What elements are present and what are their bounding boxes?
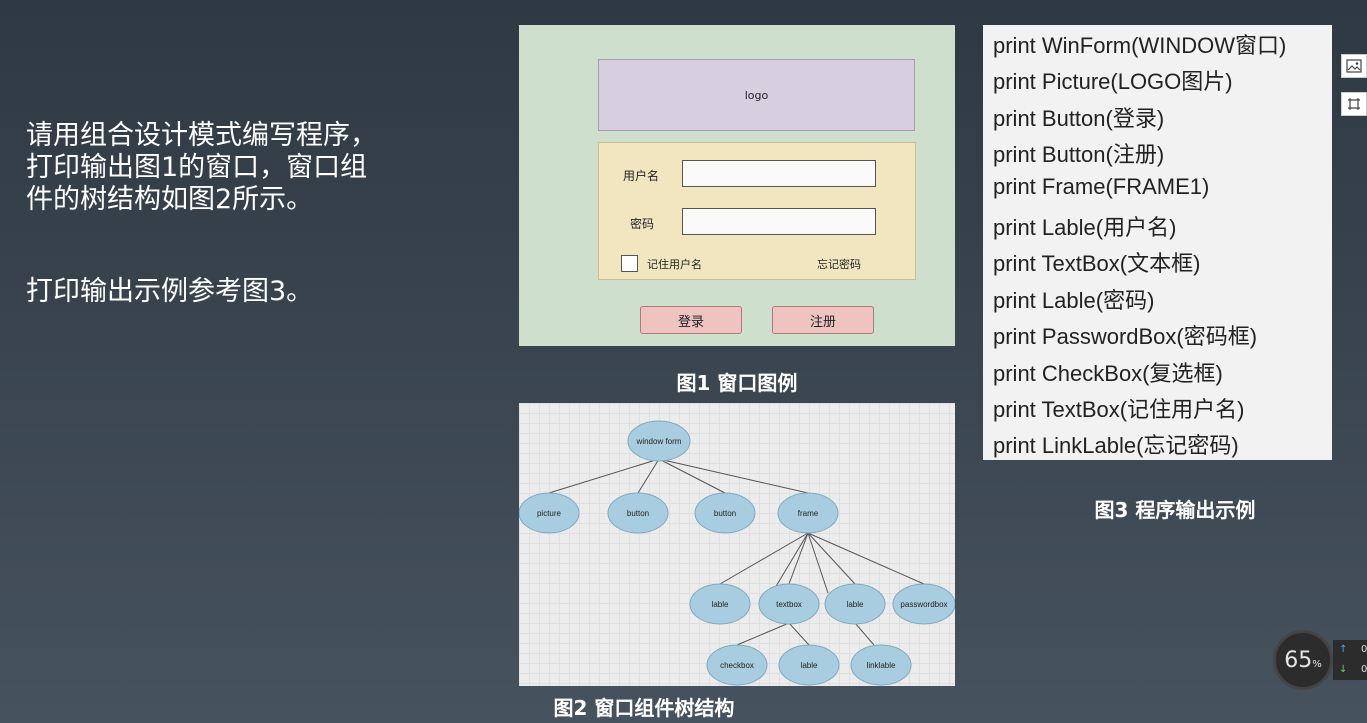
tree-nodes bbox=[519, 420, 955, 686]
forgot-password-link[interactable]: 忘记密码 bbox=[817, 258, 861, 271]
label-button-1: button bbox=[627, 509, 649, 518]
node-button-1 bbox=[607, 492, 669, 534]
net-down-value: 0 bbox=[1361, 664, 1367, 675]
output-line: print TextBox(文本框) bbox=[993, 251, 1201, 276]
node-button-2 bbox=[694, 492, 756, 534]
password-textbox[interactable] bbox=[682, 208, 876, 235]
tree-labels: window form picture button button frame … bbox=[537, 437, 948, 670]
node-frame bbox=[777, 492, 839, 534]
output-line: print LinkLable(忘记密码) bbox=[993, 433, 1239, 458]
arrow-down-icon: ↓ bbox=[1339, 664, 1348, 675]
figure1-window-example: logo 用户名 密码 记住用户名 忘记密码 登录 注册 bbox=[519, 25, 955, 346]
label-lable-3: lable bbox=[801, 661, 818, 670]
label-lable-1: lable bbox=[712, 600, 729, 609]
figure2-caption: 图2 窗口组件树结构 bbox=[553, 696, 735, 720]
node-textbox bbox=[758, 583, 820, 625]
network-speed-panel: ↑ 0 ↓ 0 bbox=[1333, 640, 1367, 680]
task-paragraph-1: 请用组合设计模式编写程序，打印输出图1的窗口，窗口组件的树结构如图2所示。 bbox=[26, 120, 377, 215]
label-window-form: window form bbox=[636, 437, 682, 446]
output-line: print Lable(密码) bbox=[993, 288, 1155, 313]
label-lable-2: lable bbox=[847, 600, 864, 609]
label-passwordbox: passwordbox bbox=[900, 600, 947, 609]
figure1-caption: 图1 窗口图例 bbox=[676, 371, 798, 395]
task-paragraph-2: 打印输出示例参考图3。 bbox=[26, 276, 314, 307]
label-linklable: linklable bbox=[867, 661, 896, 670]
node-passwordbox bbox=[892, 583, 955, 625]
output-line: print PasswordBox(密码框) bbox=[993, 324, 1258, 349]
username-textbox[interactable] bbox=[682, 160, 876, 187]
gauge-unit: % bbox=[1312, 658, 1322, 670]
node-linklable bbox=[850, 644, 912, 686]
login-button[interactable]: 登录 bbox=[640, 306, 742, 334]
performance-gauge[interactable]: 65% bbox=[1273, 630, 1333, 690]
login-frame: 用户名 密码 记住用户名 忘记密码 bbox=[598, 142, 916, 280]
node-picture bbox=[519, 492, 580, 534]
figure3-caption: 图3 程序输出示例 bbox=[1094, 498, 1256, 522]
label-checkbox: checkbox bbox=[720, 661, 754, 670]
output-line: print WinForm(WINDOW窗口) bbox=[993, 33, 1287, 58]
node-lable-3 bbox=[778, 644, 840, 686]
image-icon[interactable] bbox=[1341, 54, 1367, 78]
task-description: 请用组合设计模式编写程序，打印输出图1的窗口，窗口组件的树结构如图2所示。 打印… bbox=[26, 120, 386, 308]
node-lable-2 bbox=[824, 583, 886, 625]
logo-placeholder: logo bbox=[598, 59, 915, 131]
output-line: print CheckBox(复选框) bbox=[993, 361, 1223, 386]
register-button[interactable]: 注册 bbox=[772, 306, 874, 334]
tree-edges bbox=[548, 458, 925, 646]
output-line: print Button(登录) bbox=[993, 106, 1165, 131]
output-line: print Button(注册) bbox=[993, 142, 1165, 167]
node-checkbox bbox=[706, 644, 768, 686]
label-button-2: button bbox=[714, 509, 736, 518]
crop-icon[interactable] bbox=[1341, 92, 1367, 116]
remember-label: 记住用户名 bbox=[647, 258, 702, 271]
node-lable-1 bbox=[689, 583, 751, 625]
output-line: print Picture(LOGO图片) bbox=[993, 69, 1233, 94]
output-line: print TextBox(记住用户名) bbox=[993, 397, 1245, 422]
figure2-component-tree: window form picture button button frame … bbox=[519, 403, 955, 686]
label-frame: frame bbox=[798, 509, 819, 518]
figure3-program-output: print WinForm(WINDOW窗口) print Picture(LO… bbox=[983, 25, 1332, 460]
output-line: print Frame(FRAME1) bbox=[993, 174, 1210, 199]
tree-diagram: window form picture button button frame … bbox=[519, 420, 955, 686]
remember-checkbox[interactable] bbox=[621, 255, 638, 272]
label-textbox: textbox bbox=[776, 600, 802, 609]
gauge-value: 65 bbox=[1284, 647, 1313, 673]
net-up-value: 0 bbox=[1361, 644, 1367, 655]
node-window-form bbox=[627, 420, 691, 462]
output-line: print Lable(用户名) bbox=[993, 215, 1177, 240]
arrow-up-icon: ↑ bbox=[1339, 644, 1348, 655]
label-picture: picture bbox=[537, 509, 562, 518]
password-label: 密码 bbox=[630, 217, 655, 231]
username-label: 用户名 bbox=[623, 169, 660, 183]
